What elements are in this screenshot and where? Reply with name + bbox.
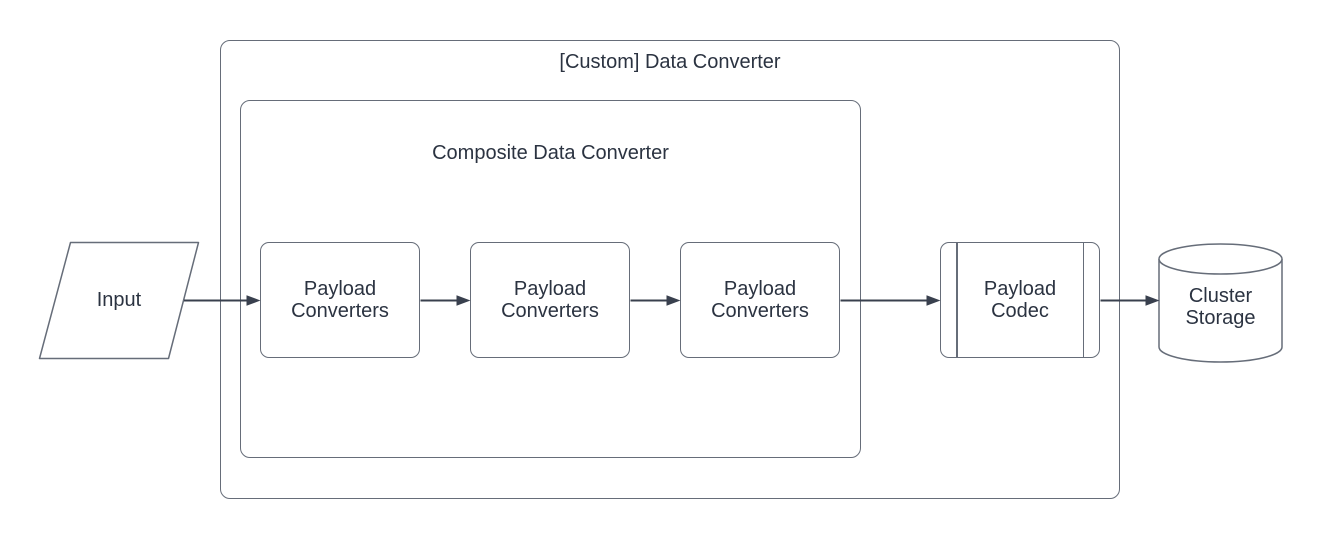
cluster-storage-cylinder-top <box>1158 243 1283 275</box>
cluster-storage-cylinder-body <box>1158 259 1283 363</box>
cluster-storage-label: Cluster Storage <box>1185 285 1256 329</box>
payload-converters-node-2 <box>470 242 630 358</box>
input-parallelogram-shape <box>38 241 200 360</box>
payload-codec-node <box>940 242 1100 358</box>
payload-converters-node-3 <box>680 242 840 358</box>
payload-converters-node-1 <box>260 242 420 358</box>
subroutine-left-rail <box>956 243 958 357</box>
input-node-label: Input <box>96 289 142 311</box>
subroutine-right-rail <box>1082 243 1084 357</box>
